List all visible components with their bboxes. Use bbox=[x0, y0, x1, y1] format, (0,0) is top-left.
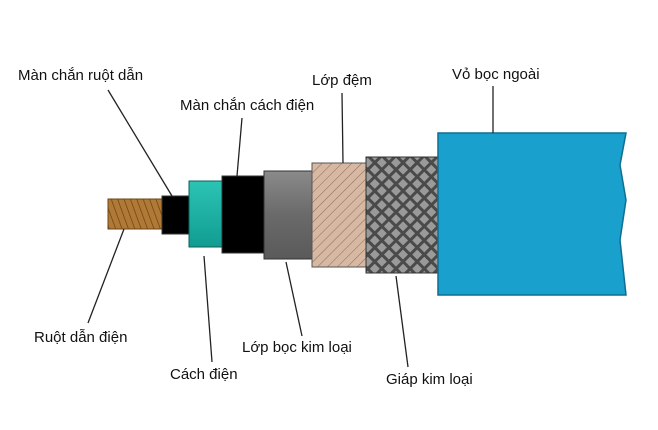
label-conductor: Ruột dẫn điện bbox=[34, 329, 128, 346]
label-bedding: Lớp đệm bbox=[312, 72, 372, 89]
leader-line-metallic-sheath bbox=[285, 261, 303, 337]
outer-sheath-layer bbox=[437, 132, 627, 296]
leader-line-armour bbox=[395, 275, 409, 368]
leader-line-bedding bbox=[341, 92, 344, 164]
label-armour: Giáp kim loại bbox=[386, 371, 473, 388]
insulation-shield-layer bbox=[221, 175, 267, 254]
armour-layer bbox=[365, 156, 441, 274]
insulation-layer bbox=[188, 180, 225, 248]
leader-line-insulation-shield bbox=[236, 117, 243, 177]
conductor-layer bbox=[107, 198, 165, 230]
conductor-shield-layer bbox=[161, 195, 191, 235]
bedding-layer bbox=[311, 162, 369, 268]
label-metallic-sheath: Lớp bọc kim loại bbox=[242, 339, 352, 356]
label-conductor-shield: Màn chắn ruột dẫn bbox=[18, 67, 144, 84]
label-insulation-shield: Màn chắn cách điện bbox=[180, 97, 315, 114]
leader-line-conductor bbox=[87, 228, 125, 324]
metallic-sheath-layer bbox=[263, 170, 315, 260]
leader-line-insulation bbox=[203, 255, 213, 363]
leader-line-conductor-shield bbox=[107, 89, 173, 197]
label-insulation: Cách điện bbox=[170, 366, 238, 383]
label-outer-sheath: Vỏ bọc ngoài bbox=[452, 66, 540, 83]
